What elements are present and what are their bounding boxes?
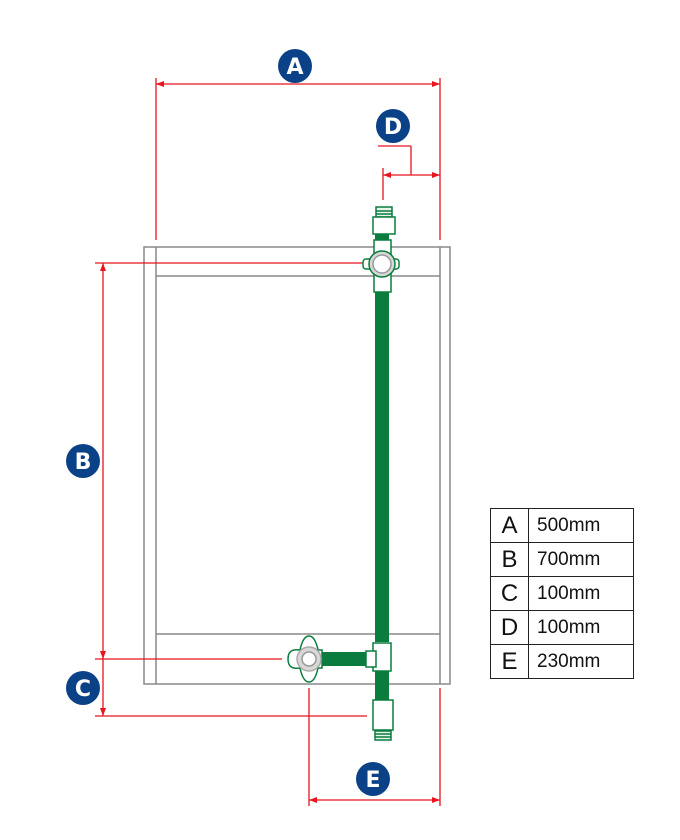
dimension-key: A bbox=[490, 508, 529, 543]
dimension-key: E bbox=[490, 644, 529, 679]
badge-c-label: C bbox=[75, 677, 91, 702]
dimension-lines bbox=[95, 78, 441, 806]
badge-b-label: B bbox=[75, 450, 92, 475]
badge-e: E bbox=[356, 762, 390, 796]
dimension-key: B bbox=[490, 542, 529, 577]
badge-b: B bbox=[66, 444, 100, 478]
cabinet-frame bbox=[143, 246, 451, 685]
badge-a-label: A bbox=[286, 55, 303, 80]
dimension-value: 500mm bbox=[528, 508, 634, 543]
badge-e-label: E bbox=[365, 768, 380, 793]
bottom-fitting bbox=[287, 635, 394, 741]
green-pipe bbox=[322, 232, 389, 702]
dimension-key: C bbox=[490, 576, 529, 611]
dimension-value: 100mm bbox=[528, 610, 634, 645]
top-fitting bbox=[362, 206, 400, 293]
dimension-arrows bbox=[100, 81, 440, 803]
dimension-value: 100mm bbox=[528, 576, 634, 611]
badge-c: C bbox=[66, 671, 100, 705]
badge-d-label: D bbox=[384, 115, 402, 140]
badge-a: A bbox=[278, 49, 312, 83]
dimension-value: 700mm bbox=[528, 542, 634, 577]
dimension-value: 230mm bbox=[528, 644, 634, 679]
badge-d: D bbox=[376, 109, 410, 143]
dimension-key: D bbox=[490, 610, 529, 645]
